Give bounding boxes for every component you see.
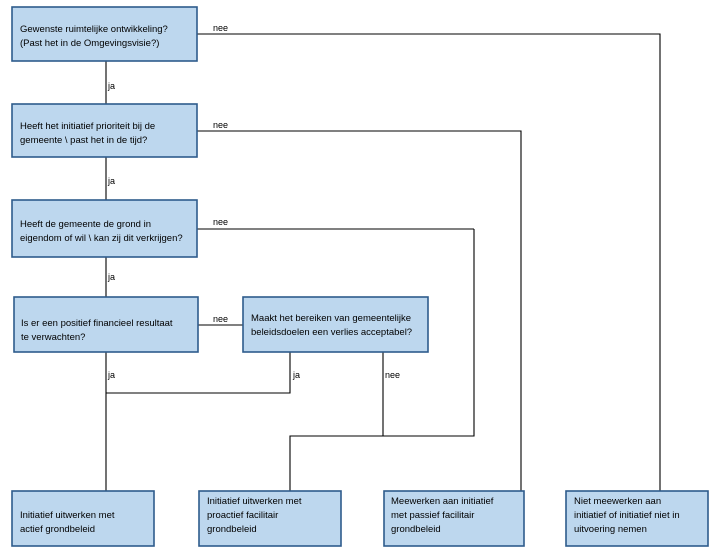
box-o2-line-1: Initiatief uitwerken met — [207, 496, 302, 507]
box-o4-line-1: Niet meewerken aan — [574, 496, 661, 507]
box-o1-line-2: actief grondbeleid — [20, 524, 95, 535]
box-q5-line-1: Maakt het bereiken van gemeentelijke — [251, 313, 411, 324]
label-yes-q3: ja — [107, 272, 115, 282]
label-yes-q5: ja — [292, 370, 300, 380]
box-o2-line-2: proactief facilitair — [207, 510, 278, 521]
label-yes-q1: ja — [107, 81, 115, 91]
box-o1: Initiatief uitwerken met actief grondbel… — [11, 490, 155, 547]
box-o3-line-1: Meewerken aan initiatief — [391, 496, 494, 507]
box-q3-line-2: eigendom of wil \ kan zij dit verkrijgen… — [20, 233, 183, 244]
box-o4-line-2: initiatief of initiatief niet in — [574, 510, 680, 521]
label-no-q3: nee — [213, 217, 228, 227]
box-o2: Initiatief uitwerken met proactief facil… — [198, 490, 342, 547]
box-o4-line-3: uitvoering nemen — [574, 524, 647, 535]
box-q5: Maakt het bereiken van gemeentelijke bel… — [242, 296, 429, 353]
box-o2-line-3: grondbeleid — [207, 524, 257, 535]
label-yes-q2: ja — [107, 176, 115, 186]
box-o4: Niet meewerken aan initiatief of initiat… — [565, 490, 709, 547]
connector-labels: ja ja ja ja ja nee nee nee nee nee — [107, 23, 400, 380]
box-q4-line-1: Is er een positief financieel resultaat — [21, 318, 173, 329]
connectors — [105, 33, 661, 491]
connector-q2-no — [196, 130, 522, 491]
box-q2: Heeft het initiatief prioriteit bij de g… — [11, 103, 198, 158]
connector-to-o2 — [289, 229, 475, 491]
label-no-q2: nee — [213, 120, 228, 130]
box-q1-line-2: (Past het in de Omgevingsvisie?) — [20, 38, 159, 49]
label-no-q1: nee — [213, 23, 228, 33]
connector-q5-yes — [106, 352, 291, 394]
box-o1-line-1: Initiatief uitwerken met — [20, 510, 115, 521]
box-o3-line-3: grondbeleid — [391, 524, 441, 535]
box-q3-line-1: Heeft de gemeente de grond in — [20, 219, 151, 230]
box-q5-line-2: beleidsdoelen een verlies acceptabel? — [251, 327, 412, 338]
box-q1: Gewenste ruimtelijke ontwikkeling? (Past… — [11, 6, 198, 62]
label-no-q4: nee — [213, 314, 228, 324]
box-o3-line-2: met passief facilitair — [391, 510, 474, 521]
label-no-q5: nee — [385, 370, 400, 380]
box-o3: Meewerken aan initiatief met passief fac… — [383, 490, 525, 547]
connector-q1-no — [196, 33, 661, 491]
box-q4: Is er een positief financieel resultaat … — [13, 296, 199, 353]
box-q4-line-2: te verwachten? — [21, 332, 85, 343]
question-boxes: Gewenste ruimtelijke ontwikkeling? (Past… — [11, 6, 429, 353]
outcome-boxes: Initiatief uitwerken met actief grondbel… — [11, 490, 709, 547]
box-q3: Heeft de gemeente de grond in eigendom o… — [11, 199, 198, 258]
box-q1-line-1: Gewenste ruimtelijke ontwikkeling? — [20, 24, 168, 35]
box-q2-line-1: Heeft het initiatief prioriteit bij de — [20, 121, 155, 132]
label-yes-q4: ja — [107, 370, 115, 380]
box-q2-line-2: gemeente \ past het in de tijd? — [20, 135, 147, 146]
